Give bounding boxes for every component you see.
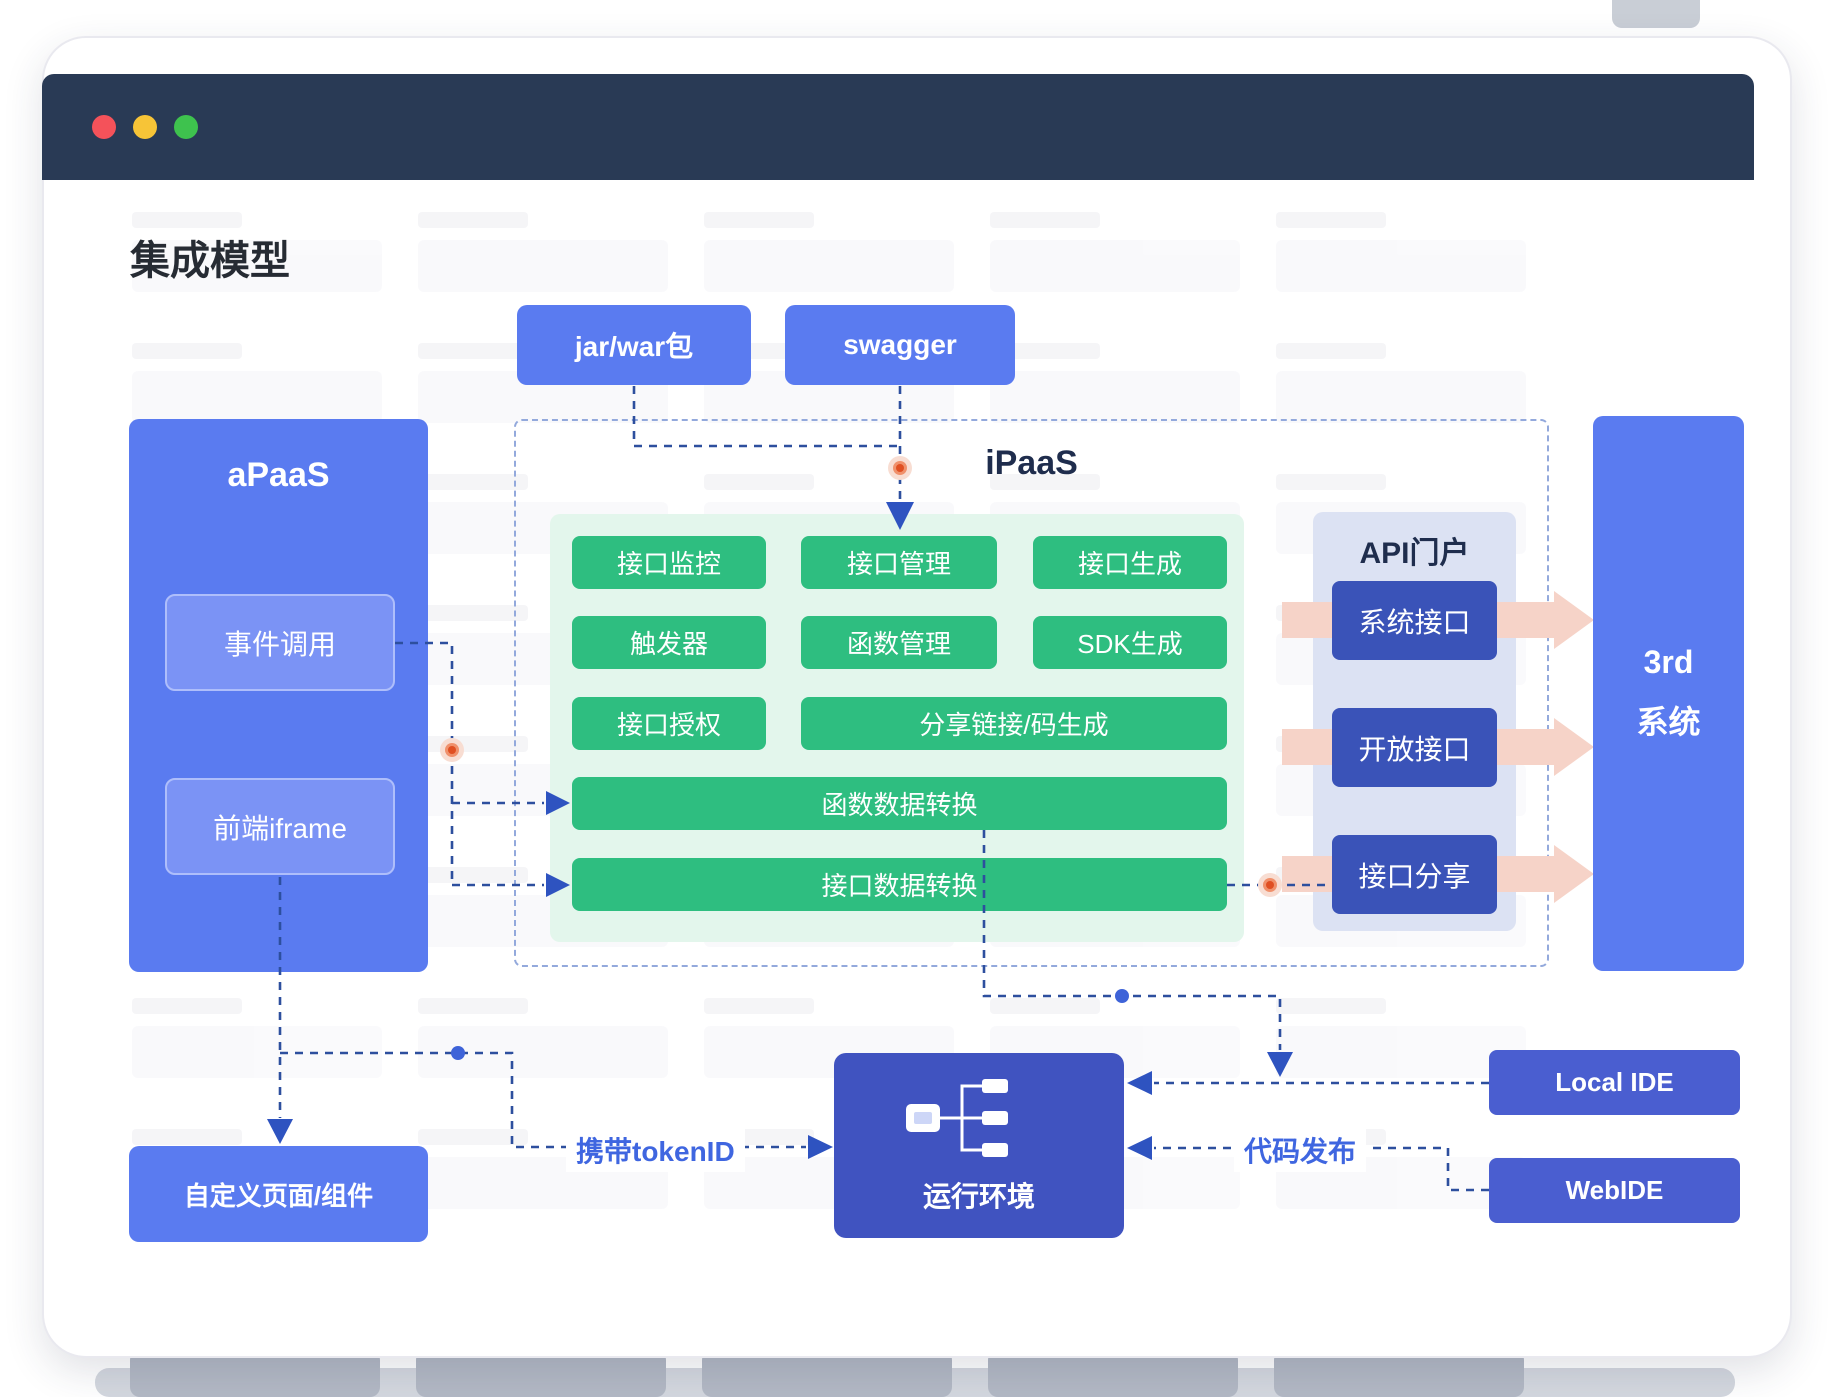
- ipaas-title: iPaaS: [985, 444, 1078, 482]
- feature-api-authorization: 接口授权: [572, 697, 766, 750]
- feature-api-data-transform: 接口数据转换: [572, 858, 1227, 911]
- feature-trigger: 触发器: [572, 616, 766, 669]
- apaas-container: [129, 419, 428, 972]
- third-system-line1: 3rd: [1643, 644, 1694, 680]
- browser-titlebar: [42, 74, 1754, 180]
- feature-api-generation: 接口生成: [1033, 536, 1227, 589]
- node-custom-page-component: 自定义页面/组件: [129, 1146, 428, 1242]
- node-frontend-iframe: 前端iframe: [165, 778, 395, 875]
- runtime-label: 运行环境: [922, 1181, 1035, 1212]
- feature-api-management: 接口管理: [801, 536, 997, 589]
- node-runtime-environment: 运行环境: [834, 1053, 1124, 1238]
- feature-sdk-generation: SDK生成: [1033, 616, 1227, 669]
- node-api-share: 接口分享: [1332, 835, 1497, 914]
- api-portal-title: API门户: [1359, 537, 1470, 570]
- node-event-call: 事件调用: [165, 594, 395, 691]
- node-web-ide: WebIDE: [1489, 1158, 1740, 1223]
- node-local-ide: Local IDE: [1489, 1050, 1740, 1115]
- node-open-api: 开放接口: [1332, 708, 1497, 787]
- feature-share-link-generation: 分享链接/码生成: [801, 697, 1227, 750]
- node-third-party-system: 3rd 系统: [1593, 416, 1744, 971]
- feature-api-monitor: 接口监控: [572, 536, 766, 589]
- node-system-api: 系统接口: [1332, 581, 1497, 660]
- node-swagger: swagger: [785, 305, 1015, 385]
- node-jar-war-package: jar/war包: [517, 305, 751, 385]
- apaas-title: aPaaS: [227, 456, 330, 494]
- feature-function-data-transform: 函数数据转换: [572, 777, 1227, 830]
- background-tab-shape: [1612, 0, 1700, 28]
- window-minimize-icon: [133, 115, 157, 139]
- feature-function-management: 函数管理: [801, 616, 997, 669]
- flowchart-icon: [906, 1079, 1008, 1157]
- flow-label-deploy: 代码发布: [1234, 1128, 1367, 1172]
- page-title: 集成模型: [130, 239, 290, 283]
- flow-label-token: 携带tokenID: [566, 1128, 745, 1172]
- window-close-icon: [92, 115, 116, 139]
- window-maximize-icon: [174, 115, 198, 139]
- third-system-line2: 系统: [1636, 704, 1701, 740]
